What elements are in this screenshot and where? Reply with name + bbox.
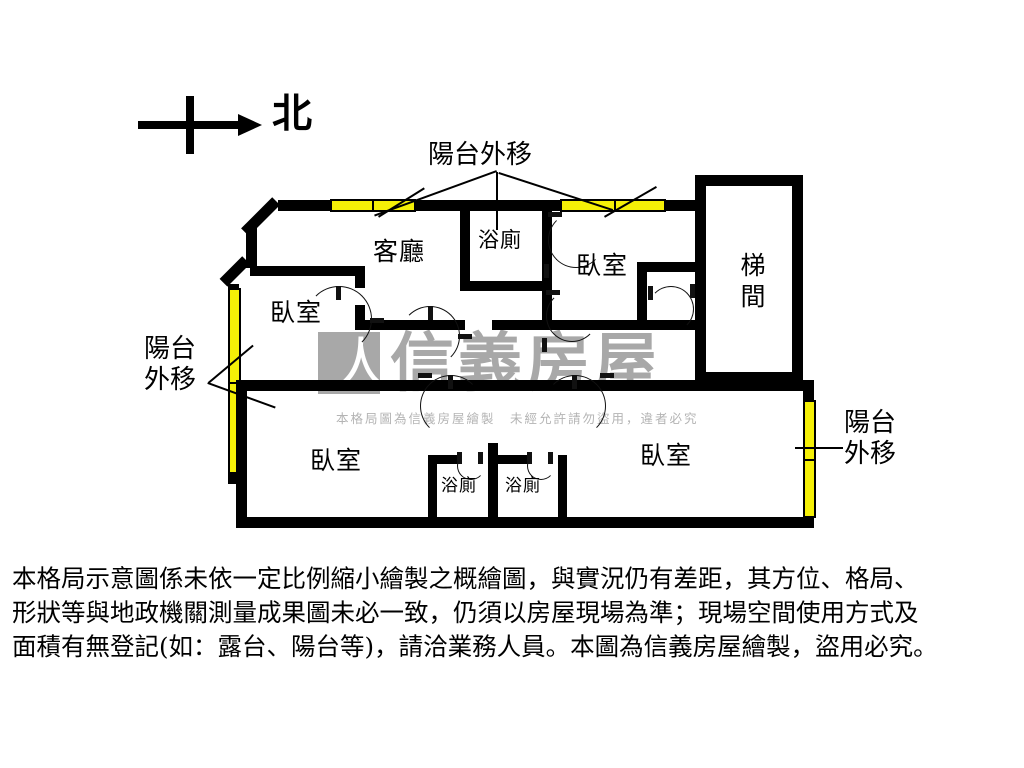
wall-stairwell-right [792, 175, 803, 383]
door-swing-bedroom-bl [420, 375, 482, 437]
wall-stairwell-left [695, 175, 706, 383]
door-leaf-bedroom-topleft [370, 318, 384, 323]
wall-bathroom-bl-left [428, 455, 437, 518]
wall-top-left-segment [278, 200, 332, 211]
leader-line-balcony-right [795, 447, 843, 449]
door-swing-bedroom-br [544, 375, 606, 437]
wall-bathroom-top-left [460, 205, 470, 289]
callout-balcony-right-line1: 陽台 [844, 408, 897, 438]
door-swing-bathroom-bl-a [457, 452, 485, 480]
north-compass: 北 [138, 90, 338, 166]
room-label-bathroom-top: 浴廁 [478, 228, 522, 252]
window-mullion [230, 382, 239, 384]
stairwell-label: 梯 間 [733, 250, 773, 313]
wall-bedroom-topleft-top [250, 266, 365, 276]
wall-lower-bottom [236, 517, 814, 528]
watermark: 人 信義房屋 本格局圖為信義房屋繪製 未經允許請勿盜用，違者必究 [318, 328, 718, 426]
window-mullion [614, 201, 616, 210]
stairwell-label-line1: 梯 [740, 251, 766, 280]
leader-line-bathroom-top [496, 172, 498, 230]
wall-top-right-segment [666, 200, 700, 211]
door-jamb-closet [648, 286, 653, 300]
door-leaf-bedroom-br [600, 373, 614, 378]
door-leaf-bedroom-topright [542, 338, 547, 352]
wall-diagonal-lower [219, 256, 250, 287]
door-leaf-bathroom-top [544, 264, 549, 278]
door-jamb-bathroom-br-b [548, 452, 553, 464]
wall-closet-top [637, 262, 695, 272]
room-label-bedroom-topright: 臥室 [576, 251, 629, 280]
door-jamb-bathroom-top [548, 212, 562, 217]
door-swing-bedroom-topright [546, 290, 598, 342]
room-label-bedroom-bottomleft: 臥室 [310, 446, 363, 475]
wall-bathroom-bl-top [428, 455, 460, 464]
disclaimer-line-2: 形狀等與地政機關測量成果圖未必一致，仍須以房屋現場為準；現場空間使用方式及 [12, 597, 919, 627]
wall-lower-left [236, 380, 247, 528]
door-swing-living [400, 306, 460, 366]
compass-north-label: 北 [272, 90, 312, 137]
wall-bedroom-topright-right [637, 262, 647, 330]
room-label-bedroom-topleft: 臥室 [270, 298, 323, 327]
wall-bathroom-center-divider [488, 443, 498, 518]
wall-top-middle-segment [416, 200, 562, 211]
room-label-bathroom-bottom-left: 浴廁 [441, 476, 477, 496]
watermark-subtitle: 本格局圖為信義房屋繪製 未經允許請勿盜用，違者必究 [336, 411, 699, 426]
wall-bathroom-top-bottom [460, 281, 552, 291]
wall-bathroom-br-top [498, 455, 530, 464]
floorplan-drawing: 人 信義房屋 本格局圖為信義房屋繪製 未經允許請勿盜用，違者必究 [144, 140, 920, 528]
stairwell-label-line2: 間 [740, 282, 766, 312]
callout-balcony-left-line2: 外移 [144, 365, 197, 396]
door-swing-closet [648, 286, 694, 332]
wall-left-vertical-upper [246, 228, 257, 268]
room-label-bathroom-bottom-right: 浴廁 [505, 476, 541, 496]
wall-bathroom-br-right [558, 455, 567, 518]
callout-balcony-left: 陽台 外移 [144, 334, 220, 396]
room-label-living-room: 客廳 [373, 237, 426, 266]
callout-balcony-right-line2: 外移 [844, 439, 897, 470]
disclaimer-line-1: 本格局示意圖係未依一定比例縮小繪製之概繪圖，與實況仍有差距，其方位、格局、 [12, 564, 919, 593]
door-jamb-bathroom-bl-b [478, 452, 483, 464]
wall-bathroom-top-right [542, 205, 552, 291]
wall-stairwell-top [695, 175, 803, 186]
callout-balcony-top: 陽台外移 [428, 140, 533, 170]
wall-stairwell-bottom [695, 372, 803, 383]
door-swing-bathroom-br-a [527, 452, 555, 480]
wall-main-horizontal-divider [236, 380, 814, 391]
callout-balcony-left-line1: 陽台 [144, 334, 197, 364]
door-jamb-bedroom-topright [546, 290, 560, 295]
door-leaf-living [458, 334, 472, 339]
window-mullion [372, 201, 374, 210]
door-leaf-closet [690, 284, 695, 298]
balcony-window-right [803, 400, 816, 518]
north-arrow-icon [238, 114, 262, 136]
callout-balcony-right: 陽台 外移 [844, 408, 920, 470]
wall-bedroom-topleft-right-upper [355, 266, 365, 288]
door-leaf-bedroom-bl [418, 373, 432, 378]
disclaimer-text: 本格局示意圖係未依一定比例縮小繪製之概繪圖，與實況仍有差距，其方位、格局、 形狀… [12, 562, 1012, 663]
disclaimer-line-3: 面積有無登記(如：露台、陽台等)，請洽業務人員。本圖為信義房屋繪製，盜用必究。 [12, 631, 938, 661]
wall-lower-right-upper [803, 380, 814, 402]
compass-horizontal-bar [138, 121, 242, 129]
room-label-bedroom-bottomright: 臥室 [640, 441, 693, 470]
window-mullion [805, 459, 814, 461]
door-swing-bathroom-top [548, 212, 604, 268]
